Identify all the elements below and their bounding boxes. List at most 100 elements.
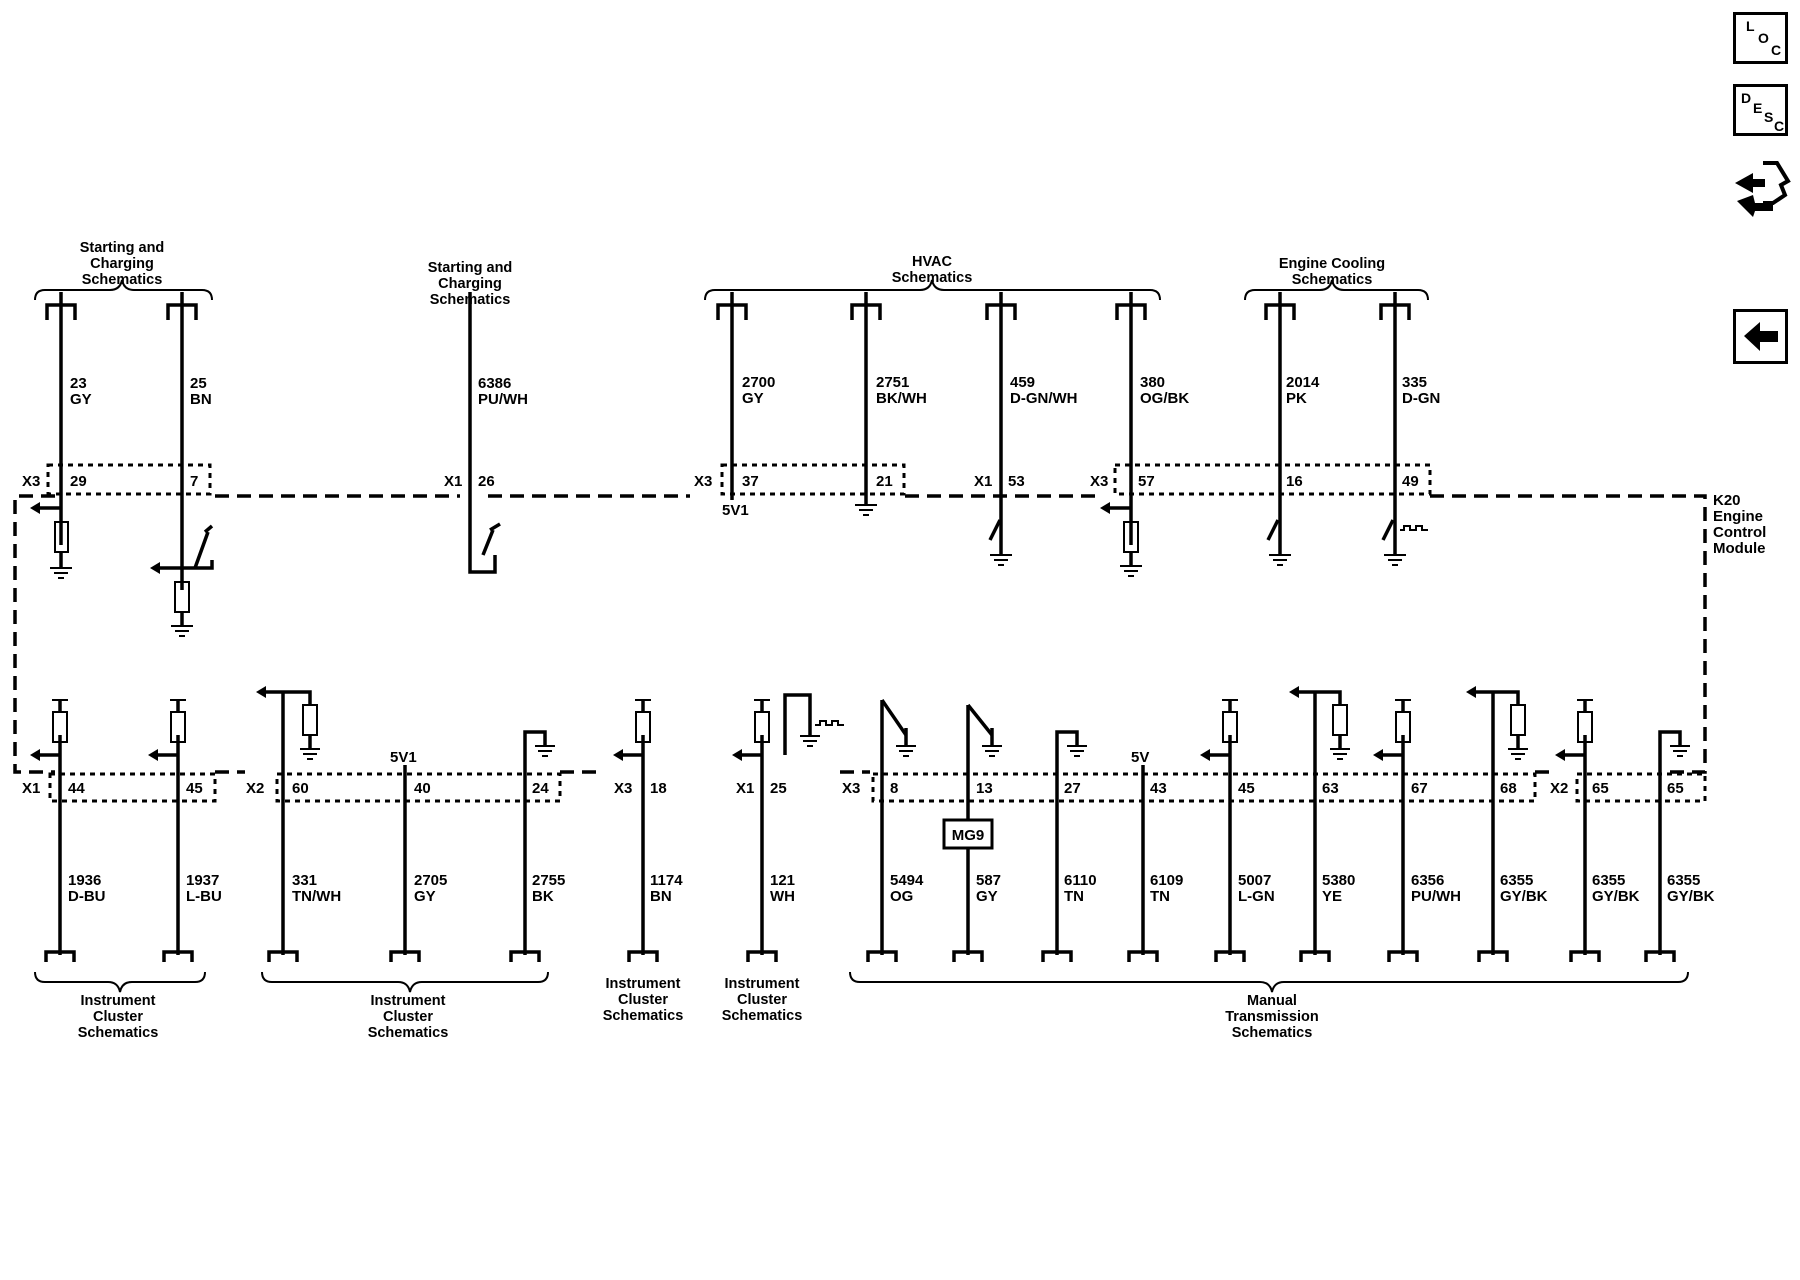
top-circuit-color: GY xyxy=(70,391,92,408)
connector-frame-x1-bottom-left xyxy=(48,772,217,803)
bottom-circuit-number: 6356 xyxy=(1411,872,1444,889)
bottom-circuit-number: 1937 xyxy=(186,872,219,889)
top-pin-number: 16 xyxy=(1286,473,1303,490)
connector-label: X3 xyxy=(694,473,712,490)
top-circuit-number: 6386 xyxy=(478,375,511,392)
bottom-circuit-color: GY xyxy=(414,888,436,905)
bottom-circuit-color: D-BU xyxy=(68,888,106,905)
connector-label: X1 xyxy=(444,473,462,490)
top-pin-number: 26 xyxy=(478,473,495,490)
loc-letter-l: L xyxy=(1746,18,1755,34)
bottom-circuit-number: 5007 xyxy=(1238,872,1271,889)
bottom-pin-number: 27 xyxy=(1064,780,1081,797)
top-circuit-number: 459 xyxy=(1010,374,1035,391)
top-pin-number: 57 xyxy=(1138,473,1155,490)
bottom-pin-number: 45 xyxy=(186,780,203,797)
desc-letter-s: S xyxy=(1764,109,1774,125)
top-group-braces xyxy=(34,279,1429,301)
back-button[interactable] xyxy=(1733,309,1788,364)
connector-label: X3 xyxy=(614,780,632,797)
top-pin-number: 29 xyxy=(70,473,87,490)
bottom-circuit-number: 6110 xyxy=(1064,872,1097,889)
bottom-connector-pins xyxy=(44,950,1676,962)
description-button[interactable]: D E S C xyxy=(1733,84,1788,136)
module-outline xyxy=(13,494,55,774)
bottom-pin-number: 67 xyxy=(1411,780,1428,797)
bottom-circuit-number: 1174 xyxy=(650,872,683,889)
bottom-circuit-color: GY/BK xyxy=(1667,888,1715,905)
top-wires xyxy=(59,292,1397,590)
connector-label: X1 xyxy=(736,780,754,797)
bottom-pin-number: 65 xyxy=(1592,780,1609,797)
top-circuit-number: 335 xyxy=(1402,374,1427,391)
top-circuit-color: GY xyxy=(742,390,764,407)
top-connector-pins xyxy=(45,303,1411,320)
top-pin-number: 21 xyxy=(876,473,893,490)
bottom-pin-number: 8 xyxy=(890,780,898,797)
top-circuit-color: OG/BK xyxy=(1140,390,1189,407)
connector-frame-x3-top-right xyxy=(1113,463,1432,496)
voltage-label: 5V xyxy=(1131,749,1149,766)
bottom-circuit-number: 6355 xyxy=(1667,872,1700,889)
connector-label: X3 xyxy=(22,473,40,490)
bottom-circuit-color: L-GN xyxy=(1238,888,1275,905)
connector-label: X3 xyxy=(1090,473,1108,490)
desc-letter-d: D xyxy=(1741,90,1752,106)
connector-label: X2 xyxy=(246,780,264,797)
connector-frame-x3-bottom xyxy=(871,772,1537,803)
top-pin-number: 49 xyxy=(1402,473,1419,490)
voltage-label: 5V1 xyxy=(722,502,749,519)
bottom-circuit-number: 121 xyxy=(770,872,795,889)
top-circuit-color: PK xyxy=(1286,390,1307,407)
bottom-pin-number: 40 xyxy=(414,780,431,797)
top-circuit-number: 2700 xyxy=(742,374,775,391)
desc-letter-e: E xyxy=(1753,100,1763,116)
top-circuit-number: 25 xyxy=(190,375,207,392)
bottom-circuit-color: TN/WH xyxy=(292,888,341,905)
voltage-label: 5V1 xyxy=(390,749,417,766)
bottom-circuit-color: PU/WH xyxy=(1411,888,1461,905)
loc-letter-o: O xyxy=(1758,30,1769,46)
top-circuit-color: BN xyxy=(190,391,212,408)
bottom-internal-components xyxy=(30,686,1690,761)
connector-label: X1 xyxy=(22,780,40,797)
bottom-pin-number: 13 xyxy=(976,780,993,797)
bottom-circuit-number: 587 xyxy=(976,872,1001,889)
top-circuit-number: 2751 xyxy=(876,374,909,391)
bottom-circuit-color: WH xyxy=(770,888,795,905)
loc-letter-c: C xyxy=(1771,42,1782,58)
bottom-circuit-color: TN xyxy=(1064,888,1084,905)
connector-frame-x3-top-left xyxy=(46,463,212,496)
bottom-circuit-color: GY/BK xyxy=(1500,888,1548,905)
bottom-wires xyxy=(58,692,1662,955)
bottom-pin-number: 60 xyxy=(292,780,309,797)
connector-end-view-icon xyxy=(1735,161,1791,217)
desc-letter-c: C xyxy=(1774,118,1785,134)
back-arrow-icon xyxy=(1744,322,1778,351)
bottom-pin-number: 65 xyxy=(1667,780,1684,797)
bottom-circuit-number: 2755 xyxy=(532,872,565,889)
bottom-circuit-number: 1936 xyxy=(68,872,101,889)
top-pin-number: 53 xyxy=(1008,473,1025,490)
bottom-circuit-number: 331 xyxy=(292,872,317,889)
connector-label: X2 xyxy=(1550,780,1568,797)
mg9-component xyxy=(942,818,994,850)
top-circuit-color: PU/WH xyxy=(478,391,528,408)
bottom-circuit-color: GY xyxy=(976,888,998,905)
bottom-circuit-color: BK xyxy=(532,888,554,905)
bottom-pin-number: 43 xyxy=(1150,780,1167,797)
location-button[interactable]: L O C xyxy=(1733,12,1788,64)
bottom-pin-number: 25 xyxy=(770,780,787,797)
bottom-pin-number: 18 xyxy=(650,780,667,797)
connector-end-view-button[interactable] xyxy=(1733,155,1791,220)
bottom-circuit-color: BN xyxy=(650,888,672,905)
bottom-circuit-color: OG xyxy=(890,888,913,905)
